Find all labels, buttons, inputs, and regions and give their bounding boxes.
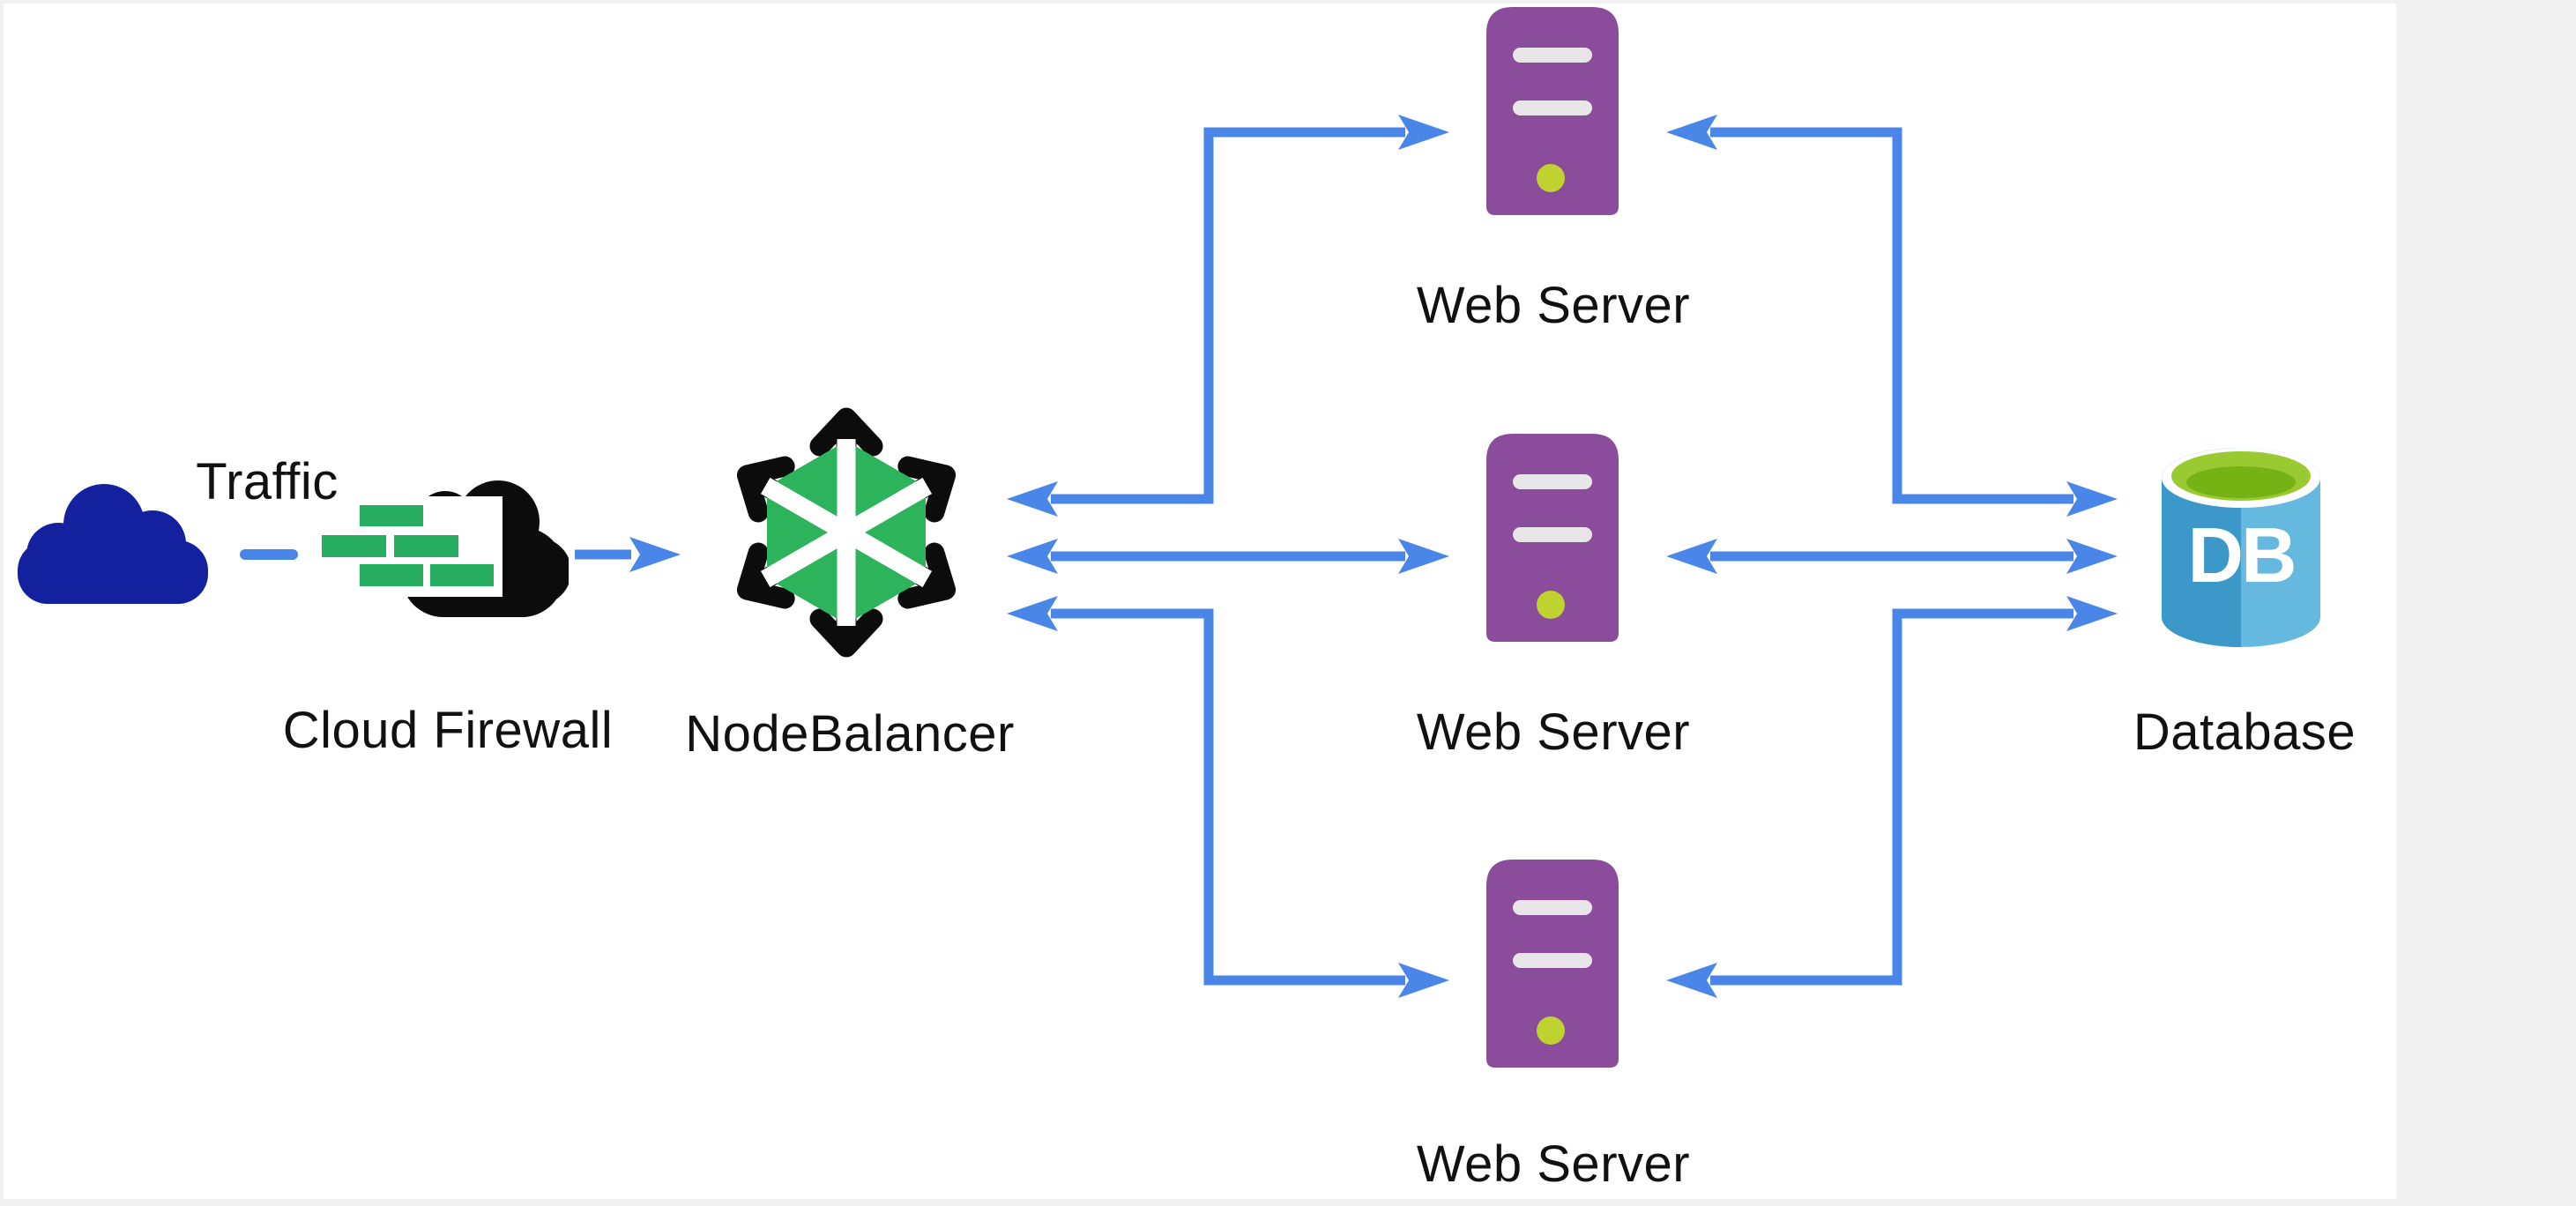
label-nodebalancer: NodeBalancer — [685, 705, 1015, 763]
node-web-server-top — [1486, 7, 1619, 215]
server-led — [1537, 1016, 1565, 1045]
server-led — [1537, 164, 1565, 192]
label-web-server-middle: Web Server — [1416, 704, 1691, 761]
label-traffic: Traffic — [196, 453, 339, 510]
server-led — [1537, 591, 1565, 619]
server-tower-icon — [1486, 434, 1619, 642]
db-badge-text: DB — [2187, 511, 2294, 599]
spokes — [760, 439, 933, 626]
server-tower-icon — [1486, 7, 1619, 215]
node-cloud-firewall — [313, 476, 569, 626]
label-web-server-bottom: Web Server — [1416, 1135, 1691, 1193]
server-tower-icon — [1486, 860, 1619, 1068]
firewall-cloud-icon — [316, 480, 569, 617]
node-web-server-bottom — [1486, 860, 1619, 1068]
label-database: Database — [2133, 704, 2356, 761]
db-top-inner — [2186, 466, 2296, 498]
node-traffic — [7, 473, 219, 606]
nodebalancer-hexagon-icon — [736, 407, 957, 658]
cloud-icon — [18, 484, 208, 604]
bricks — [322, 505, 494, 586]
node-web-server-middle — [1486, 434, 1619, 642]
node-nodebalancer — [710, 396, 983, 669]
database-cylinder-icon: DB — [2162, 448, 2320, 647]
label-web-server-top: Web Server — [1416, 277, 1691, 334]
label-cloud-firewall: Cloud Firewall — [282, 702, 614, 759]
node-database: DB — [2157, 441, 2325, 657]
